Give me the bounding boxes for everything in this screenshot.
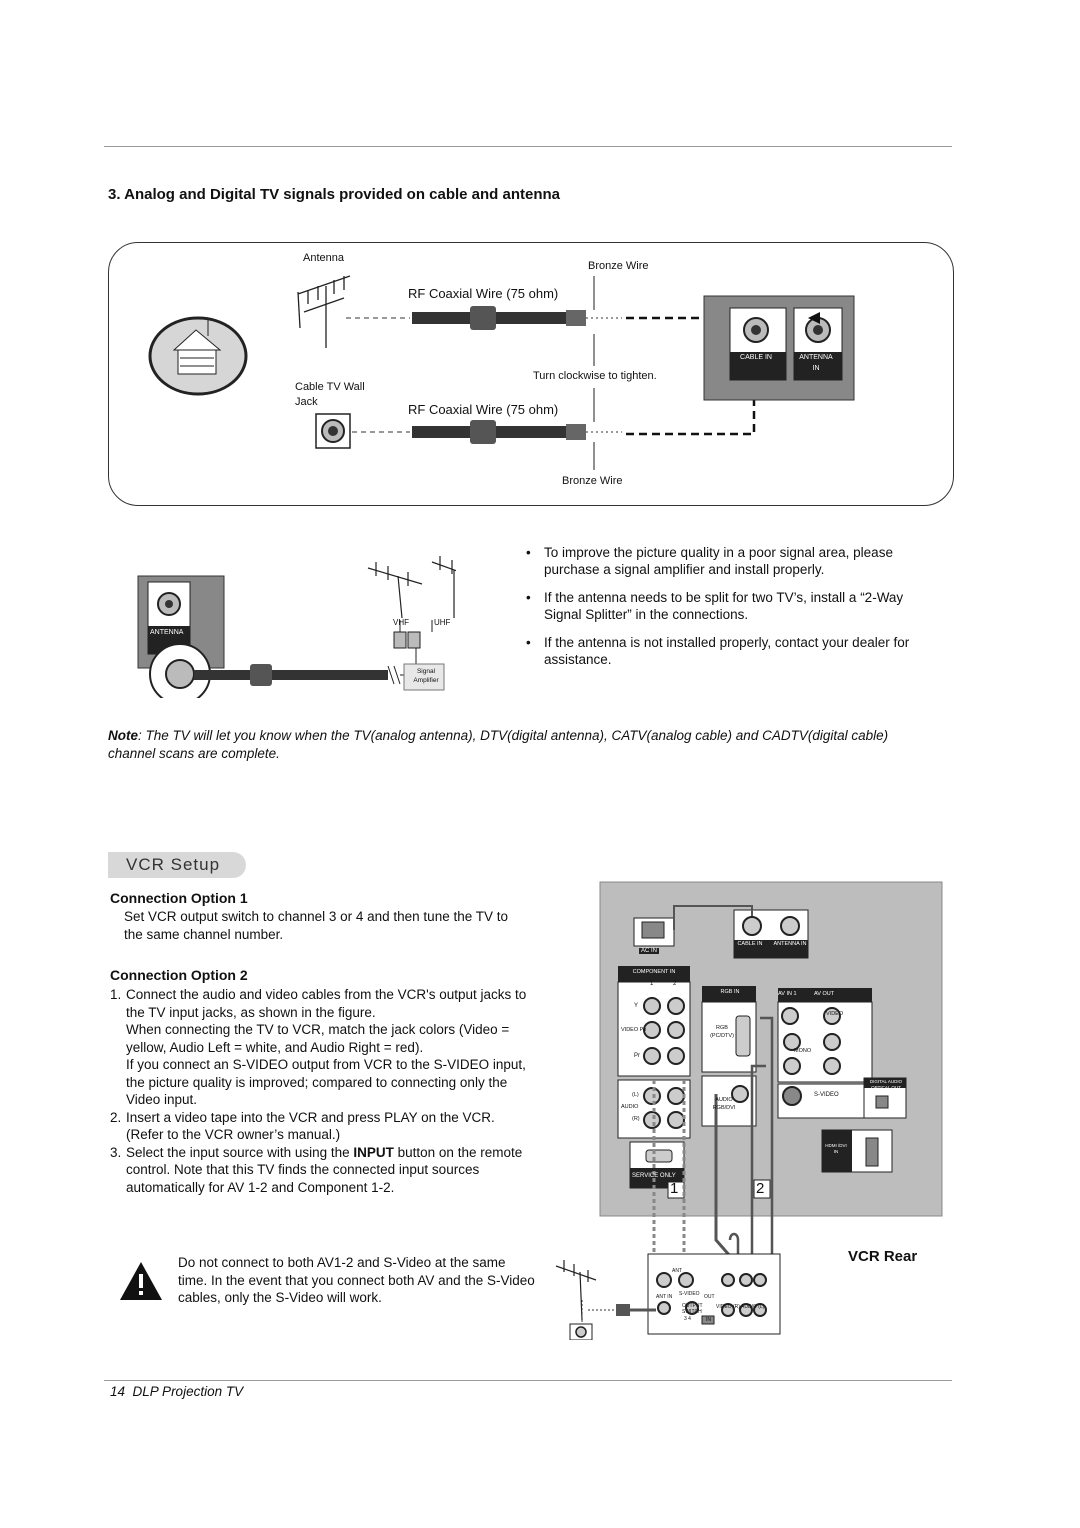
- uhf-label: UHF: [434, 618, 451, 627]
- component-1-label: 1: [650, 981, 654, 987]
- vhf-antenna-icon: [367, 562, 423, 619]
- vcr-video-audio-label: VIDEO (R) AUDIO (L): [716, 1304, 765, 1310]
- warning-icon: [120, 1262, 162, 1300]
- connection-steps: 1.Connect the audio and video cables fro…: [110, 986, 530, 1196]
- vcr-rear-label: VCR Rear: [848, 1248, 918, 1265]
- top-rule: [104, 146, 952, 147]
- note-lead: Note: [108, 728, 138, 743]
- vcr-in-label: IN: [706, 1317, 711, 1323]
- cable-wall-jack-label: Cable TV Wall Jack: [295, 381, 365, 408]
- video-label: VIDEO: [826, 1011, 844, 1017]
- note: Note: The TV will let you know when the …: [108, 727, 938, 763]
- panel-antenna-in-label: ANTENNA IN: [773, 941, 807, 947]
- y-label: Y: [634, 1003, 639, 1009]
- rf-wire-bottom-label: RF Coaxial Wire (75 ohm): [408, 402, 559, 417]
- audio-rgb-label: AUDIO RGB/DVI: [712, 1097, 736, 1111]
- number-2-label: 2: [756, 1180, 765, 1197]
- service-label: SERVICE ONLY: [632, 1173, 676, 1179]
- antenna-jack-label: ANTENNA: [150, 629, 184, 636]
- connection-option-2-heading: Connection Option 2: [110, 967, 248, 983]
- step-item: 2.Insert a video tape into the VCR and p…: [110, 1109, 495, 1143]
- antenna-label: Antenna: [303, 252, 344, 264]
- house-icon: [148, 316, 248, 396]
- vcr-ant-label: ANT: [672, 1268, 682, 1274]
- note-text: : The TV will let you know when the TV(a…: [108, 728, 889, 761]
- bronze-wire-top-label: Bronze Wire: [588, 260, 649, 272]
- signal-amplifier-diagram: [137, 556, 456, 698]
- antenna-cable-diagram-panel: [108, 242, 954, 506]
- list-item: •If the antenna needs to be split for tw…: [526, 590, 904, 622]
- list-item: •To improve the picture quality in a poo…: [526, 545, 893, 577]
- tips-list: •To improve the picture quality in a poo…: [526, 544, 916, 679]
- vcr-ant-in-label: ANT IN: [656, 1294, 673, 1300]
- number-1-label: 1: [670, 1180, 679, 1197]
- step-item: 3.Select the input source with using the…: [110, 1144, 523, 1195]
- ac-in-label: AC IN: [639, 948, 660, 954]
- footer-rule: [104, 1380, 952, 1381]
- list-item: •If the antenna is not installed properl…: [526, 635, 910, 667]
- vhf-label: VHF: [393, 618, 409, 627]
- audio-label: AUDIO: [621, 1104, 639, 1110]
- page-footer: 14 DLP Projection TV: [110, 1384, 243, 1399]
- rf-coax-cable-top: [412, 306, 586, 330]
- uhf-antenna-icon: [431, 556, 456, 618]
- component-in-label: COMPONENT IN: [632, 969, 676, 975]
- left-label: (L): [632, 1092, 639, 1098]
- turn-clockwise-label: Turn clockwise to tighten.: [533, 370, 657, 382]
- cable-in-label: CABLE IN: [740, 354, 772, 361]
- rgb-pc-label: RGB (PC/DTV): [710, 1025, 734, 1039]
- warning-text: Do not connect to both AV1-2 and S-Video…: [178, 1255, 535, 1305]
- section-heading: 3. Analog and Digital TV signals provide…: [108, 186, 561, 203]
- vcr-output-switch-label: OUTPUT SWITCH: [682, 1303, 703, 1315]
- digital-audio-label: DIGITAL AUDIO OPTICAL OUT: [869, 1079, 903, 1090]
- rgb-in-label: RGB IN: [720, 989, 740, 995]
- footer-title: DLP Projection TV: [132, 1384, 244, 1399]
- step-item: When connecting the TV to VCR, match the…: [126, 1022, 510, 1055]
- right-label: (R): [632, 1116, 640, 1122]
- tv-rear-panel-diagram: [555, 881, 943, 1340]
- connection-option-1-text: Set VCR output switch to channel 3 or 4 …: [124, 909, 508, 942]
- antenna-cable-diagram: [148, 275, 855, 470]
- av-out-label: AV OUT: [814, 991, 835, 997]
- panel-cable-in-label: CABLE IN: [737, 941, 763, 947]
- step-item: 1.Connect the audio and video cables fro…: [110, 987, 527, 1020]
- vcr-channel-label: 3 4: [684, 1316, 691, 1322]
- svideo-label: S-VIDEO: [814, 1092, 839, 1098]
- wall-jack-icon: [315, 413, 351, 449]
- tv-jack-panel: [703, 295, 855, 401]
- mono-label: MONO: [794, 1048, 812, 1054]
- pb-label: VIDEO Pb: [621, 1027, 647, 1033]
- pr-label: Pr: [634, 1053, 640, 1059]
- vcr-out-label: OUT: [704, 1294, 715, 1300]
- vcr-svideo-label: S-VIDEO: [679, 1291, 700, 1297]
- page-number: 14: [110, 1384, 126, 1399]
- antenna-icon: [297, 275, 351, 348]
- component-2-label: 2: [673, 981, 677, 987]
- rf-coax-cable-bottom: [412, 420, 586, 444]
- hdmi-label: HDMI /DVI IN: [825, 1143, 847, 1154]
- step-item: If you connect an S-VIDEO output from VC…: [126, 1057, 526, 1107]
- antenna-in-label: ANTENNA IN: [799, 354, 833, 372]
- connection-option-1-heading: Connection Option 1: [110, 890, 248, 906]
- bronze-wire-bottom-label: Bronze Wire: [562, 475, 623, 487]
- signal-amplifier-label: Signal Amplifier: [413, 668, 439, 684]
- av-in1-label: AV IN 1: [778, 991, 797, 997]
- vcr-setup-title: VCR Setup: [108, 852, 246, 878]
- rf-wire-top-label: RF Coaxial Wire (75 ohm): [408, 286, 559, 301]
